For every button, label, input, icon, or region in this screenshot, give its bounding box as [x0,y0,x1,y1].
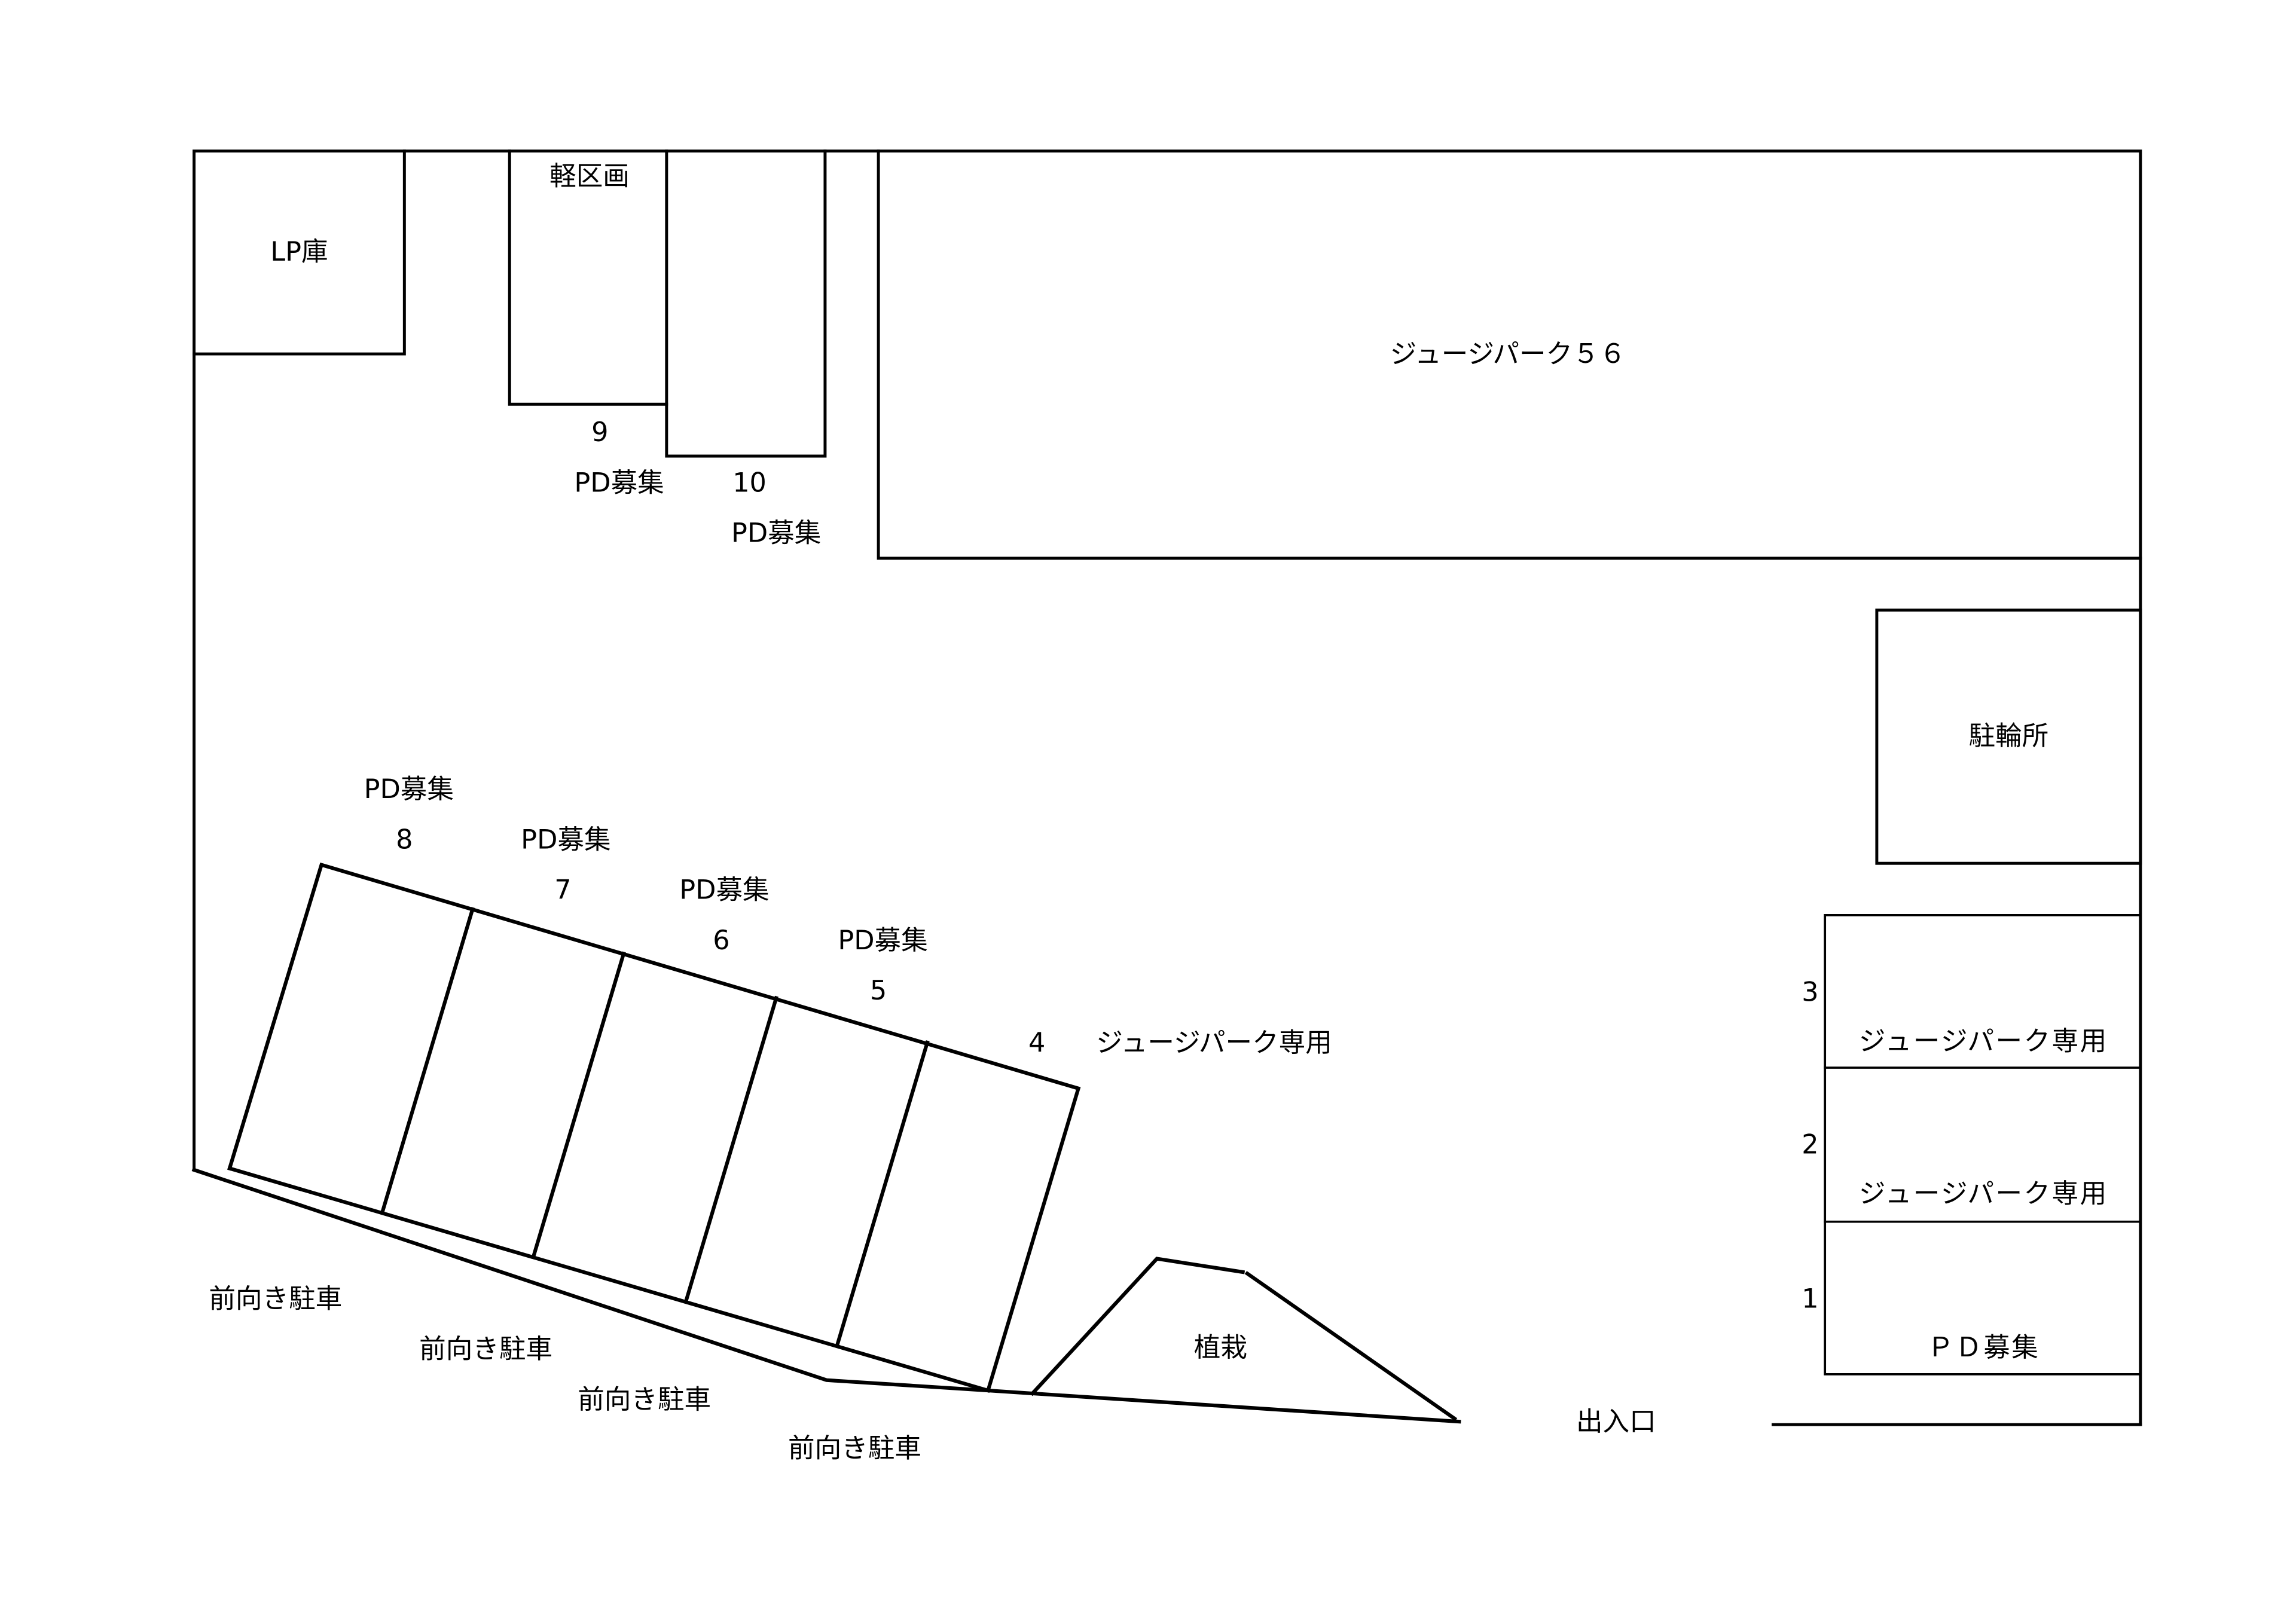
planting-area: 植栽 [1030,1257,1458,1422]
front-parking-note-8: 前向き駐車 [209,1283,342,1314]
slot-1-status: ＰＤ募集 [1927,1332,2039,1363]
slot-6-number: 6 [713,925,729,956]
front-parking-note-7: 前向き駐車 [419,1334,552,1365]
slot-7-status: PD募集 [521,824,610,855]
slot-5-number: 5 [870,975,887,1006]
right-slots: 3 ジュージパーク専用 2 ジュージパーク専用 1 ＰＤ募集 [1802,914,2142,1376]
slot-9-status: PD募集 [574,467,664,498]
lot-boundary [193,149,2142,1426]
slot-3-status: ジュージパーク専用 [1859,1025,2108,1056]
entrance-label: 出入口 [1576,1406,1656,1437]
front-parking-note-5: 前向き駐車 [788,1433,921,1464]
slot-8-number: 8 [396,824,413,855]
lp-storage-area: LP庫 [193,149,406,356]
slot-3-number: 3 [1802,977,1818,1008]
slot-2-number: 2 [1802,1129,1818,1160]
slot-9-number: 9 [591,417,608,448]
jugepark56-area: ジュージパーク５６ [877,149,2142,560]
kei-section-label: 軽区画 [549,161,630,192]
bicycle-parking-area: 駐輪所 [1875,609,2142,865]
planting-label: 植栽 [1194,1332,1247,1363]
slot-10-number: 10 [732,467,767,498]
slot-7-number: 7 [554,875,571,906]
angled-slots: PD募集 8 PD募集 7 PD募集 6 PD募集 5 4 ジュージパーク専用 [227,774,1332,1393]
slot-8-status: PD募集 [364,774,454,805]
lp-storage-label: LP庫 [270,236,328,267]
bottom-boundary [191,1167,1461,1424]
front-parking-note-6: 前向き駐車 [578,1384,711,1415]
jugepark56-label: ジュージパーク５６ [1390,338,1626,369]
slot-1-number: 1 [1802,1283,1818,1314]
slot-10-status: PD募集 [731,518,821,549]
slot-2-status: ジュージパーク専用 [1859,1178,2108,1209]
front-parking-notes: 前向き駐車 前向き駐車 前向き駐車 前向き駐車 [209,1283,921,1463]
slot-6-status: PD募集 [679,875,769,906]
slot-4-number: 4 [1028,1027,1045,1058]
bicycle-parking-label: 駐輪所 [1969,720,2049,751]
slot-10: 10 PD募集 [665,149,827,549]
slot-5-status: PD募集 [838,925,927,956]
entrance: 出入口 [1576,1406,1656,1437]
slot-9: 軽区画 9 PD募集 [508,149,668,498]
slot-4-status: ジュージパーク専用 [1096,1027,1332,1058]
